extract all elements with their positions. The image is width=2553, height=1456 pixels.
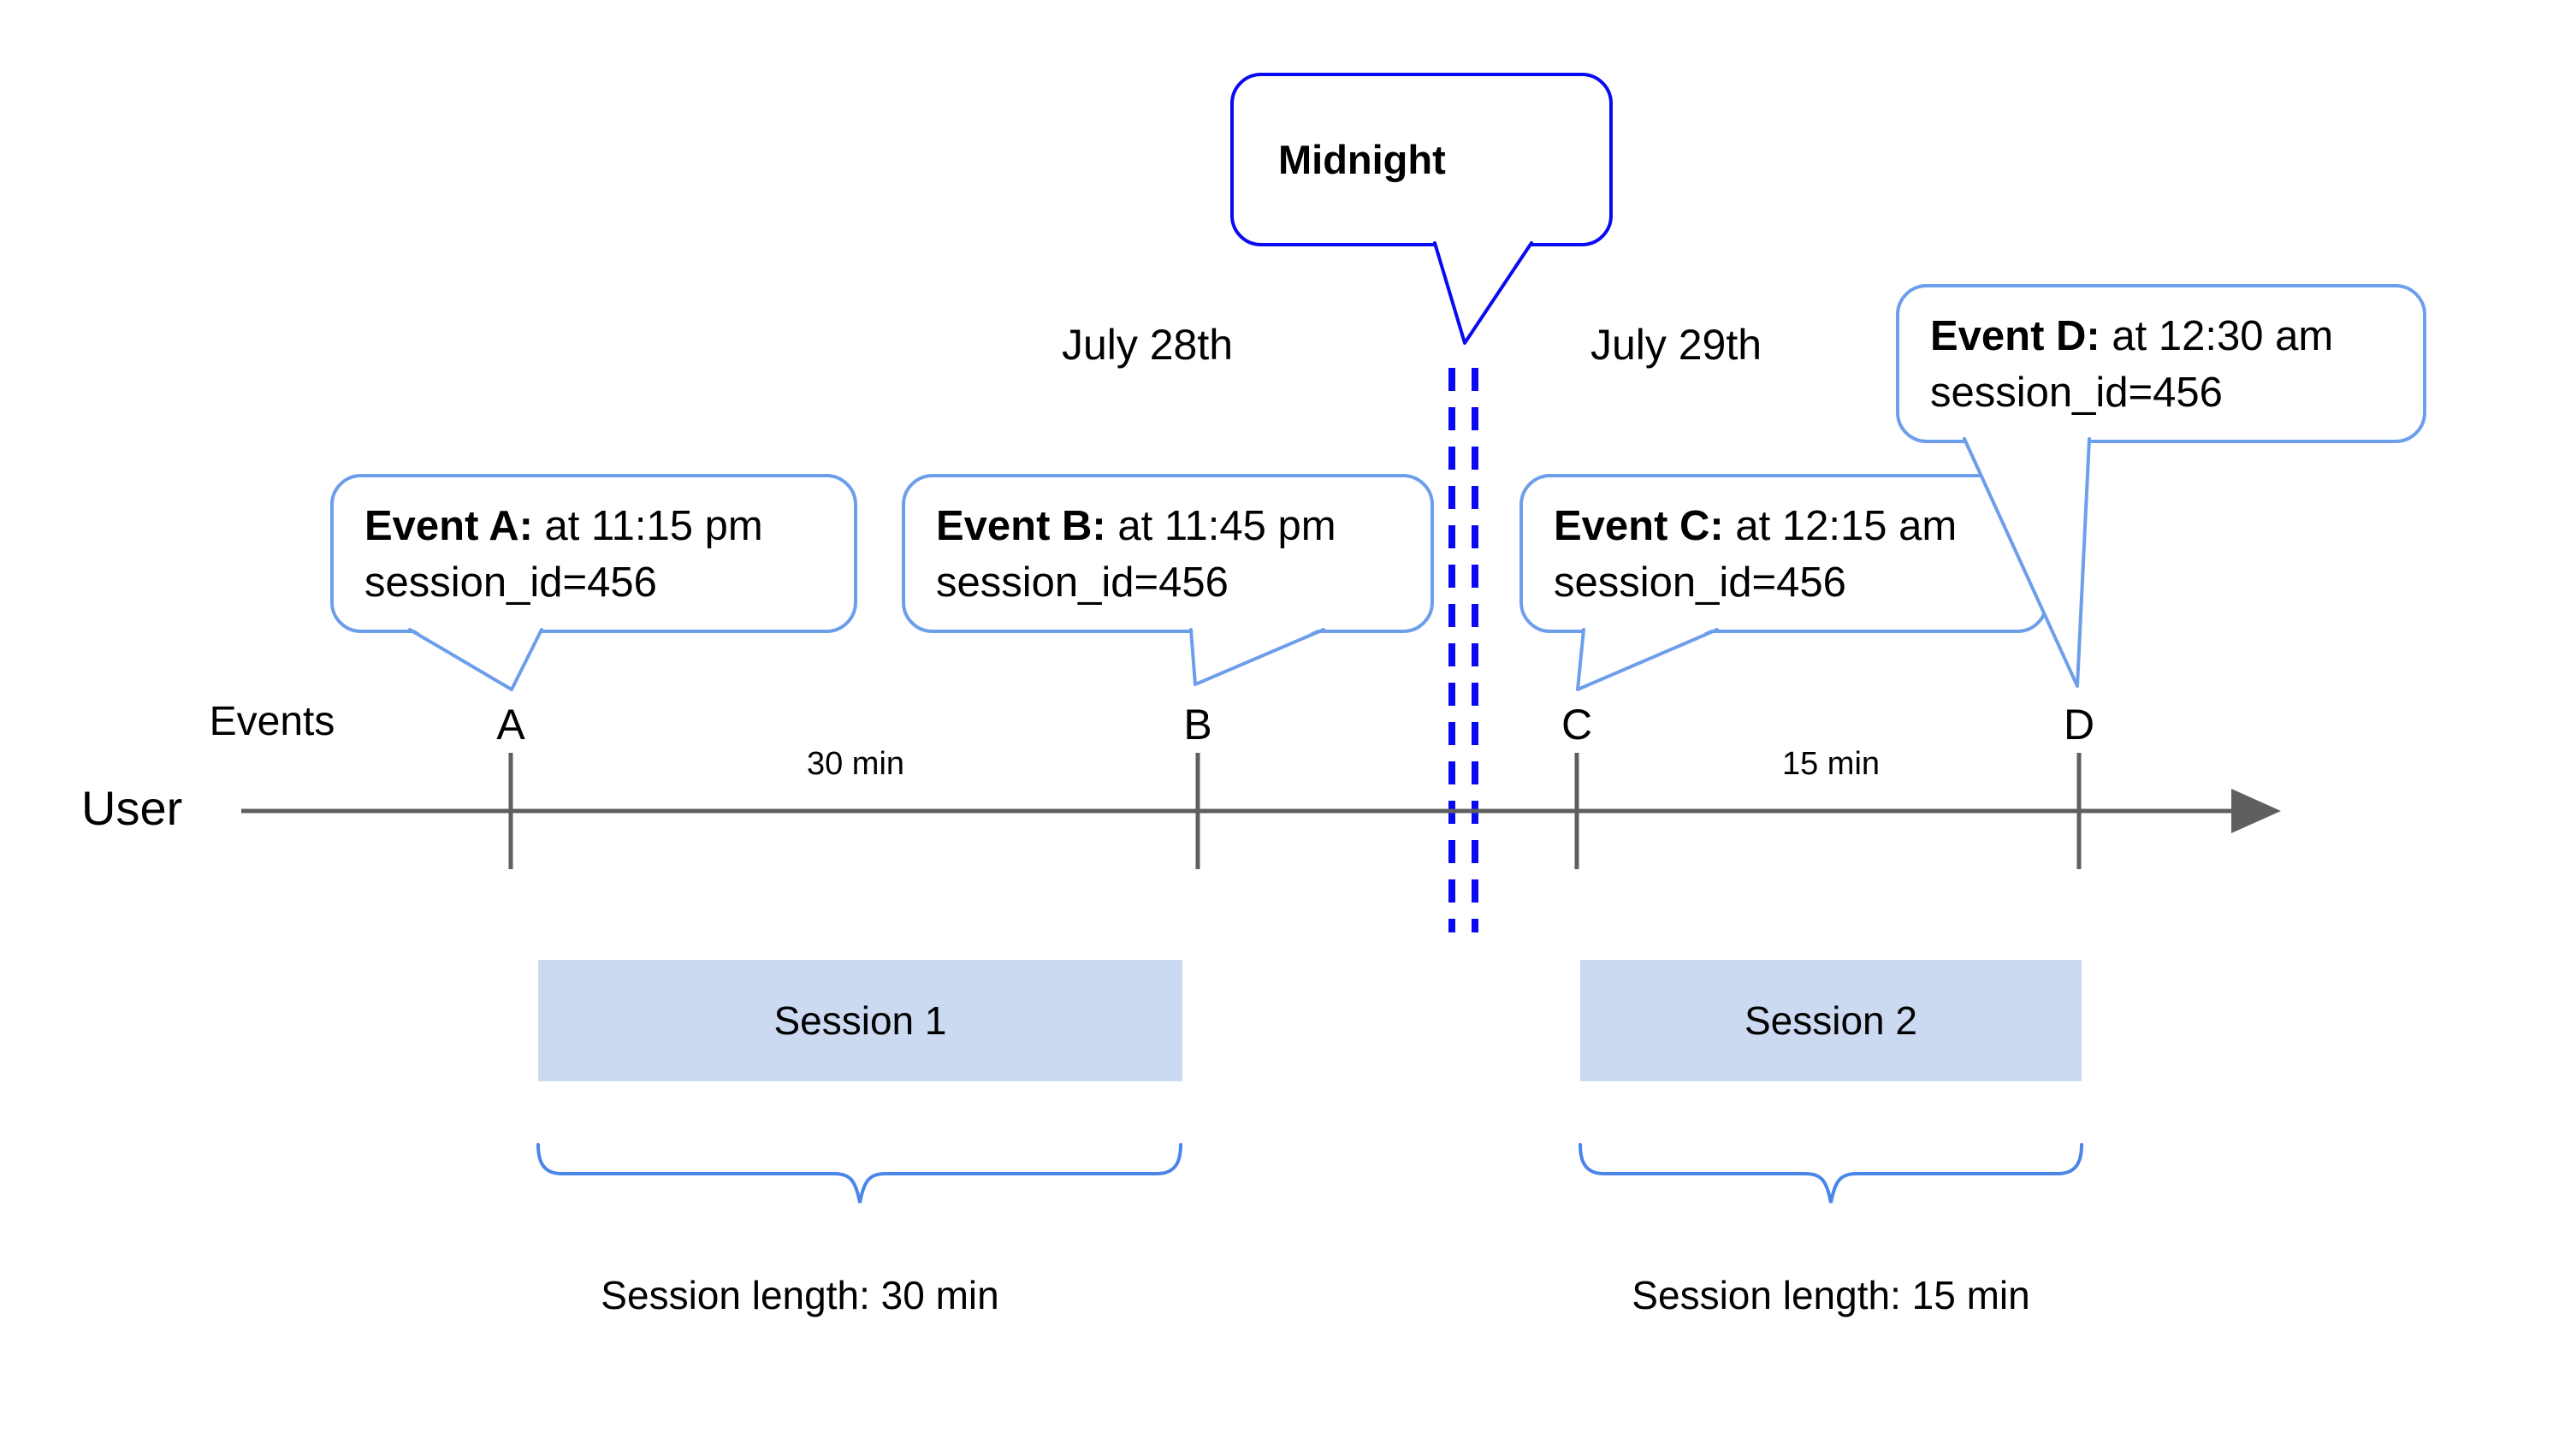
- event-b-callout-tail-fill: [1191, 627, 1324, 684]
- event-b-session-id: session_id=456: [936, 559, 1229, 606]
- event-c-title-rest: at 12:15 am: [1723, 503, 1958, 549]
- timeline-arrowhead-icon: [2231, 789, 2281, 833]
- event-a-session-id: session_id=456: [364, 559, 657, 606]
- event-c-callout-tail-fill: [1578, 627, 1717, 690]
- event-c-session-id: session_id=456: [1554, 559, 1846, 606]
- event-b-title-bold: Event B:: [936, 503, 1106, 549]
- user-row-label: User: [81, 781, 183, 835]
- event-d-callout: Event D: at 12:30 am session_id=456: [1896, 284, 2426, 443]
- event-b-title-rest: at 11:45 pm: [1105, 503, 1336, 549]
- event-b-callout: Event B: at 11:45 pm session_id=456: [902, 474, 1434, 633]
- event-a-callout-tail: [408, 628, 543, 691]
- session-2-brace: [1579, 1143, 2083, 1204]
- midnight-callout-tail: [1433, 241, 1533, 345]
- midnight-callout-tail-fill: [1435, 240, 1531, 343]
- interval-label-30min: 30 min: [806, 746, 905, 782]
- event-c-marker-label: C: [1561, 701, 1593, 749]
- date-label-july-28: July 28th: [1061, 321, 1234, 369]
- midnight-label: Midnight: [1278, 137, 1446, 182]
- event-a-title-bold: Event A:: [364, 503, 533, 549]
- interval-label-15min: 15 min: [1781, 746, 1881, 782]
- event-d-title-bold: Event D:: [1930, 313, 2100, 359]
- event-a-callout-tail-fill: [410, 627, 542, 690]
- event-d-title-rest: at 12:30 am: [2100, 313, 2334, 359]
- event-a-title: Event A: at 11:15 pm: [364, 498, 837, 554]
- event-b-marker-label: B: [1183, 701, 1212, 749]
- date-label-july-29: July 29th: [1590, 321, 1762, 369]
- session-2-length-label: Session length: 15 min: [1632, 1273, 2030, 1317]
- event-d-title: Event D: at 12:30 am: [1930, 308, 2406, 364]
- session-2-label: Session 2: [1744, 998, 1917, 1043]
- event-b-title: Event B: at 11:45 pm: [936, 498, 1413, 554]
- event-c-title: Event C: at 12:15 am: [1554, 498, 2028, 554]
- event-a-title-rest: at 11:15 pm: [532, 503, 763, 549]
- session-1-label: Session 1: [773, 998, 947, 1043]
- event-d-marker-label: D: [2063, 701, 2095, 749]
- event-c-callout: Event C: at 12:15 am session_id=456: [1519, 474, 2048, 633]
- event-a-marker-label: A: [496, 701, 525, 749]
- event-b-callout-tail: [1189, 628, 1325, 686]
- session-2-box: Session 2: [1580, 960, 2082, 1081]
- midnight-callout: Midnight: [1230, 73, 1613, 246]
- session-1-length-label: Session length: 30 min: [601, 1273, 999, 1317]
- events-row-label: Events: [209, 699, 335, 744]
- event-c-title-bold: Event C:: [1554, 503, 1724, 549]
- event-c-callout-tail: [1576, 628, 1719, 691]
- session-1-box: Session 1: [538, 960, 1182, 1081]
- event-d-session-id: session_id=456: [1930, 370, 2223, 416]
- session-1-brace: [536, 1143, 1182, 1204]
- event-a-callout: Event A: at 11:15 pm session_id=456: [330, 474, 857, 633]
